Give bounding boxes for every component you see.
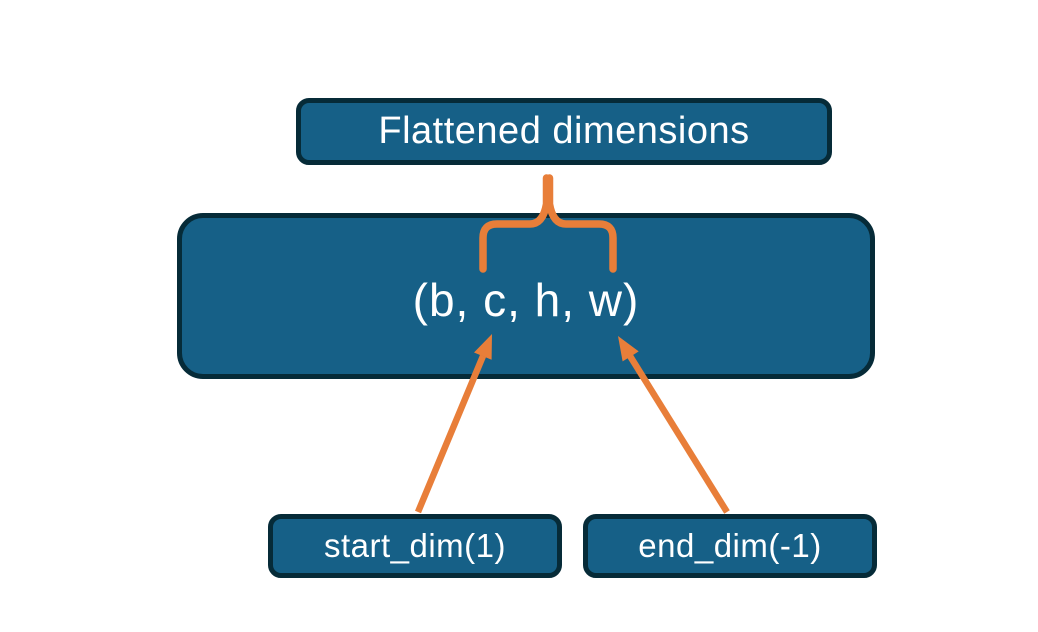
- start-dim-label: start_dim(1): [323, 527, 507, 564]
- flattened-dimensions-box: Flattened dimensions: [296, 98, 832, 165]
- tensor-shape-box: (b, c, h, w): [177, 213, 875, 379]
- tensor-shape-label: (b, c, h, w): [412, 274, 640, 326]
- start-dim-box: start_dim(1): [268, 514, 562, 578]
- end-dim-box: end_dim(-1): [583, 514, 877, 578]
- end-dim-label: end_dim(-1): [638, 527, 822, 564]
- flattened-dimensions-label: Flattened dimensions: [378, 110, 750, 152]
